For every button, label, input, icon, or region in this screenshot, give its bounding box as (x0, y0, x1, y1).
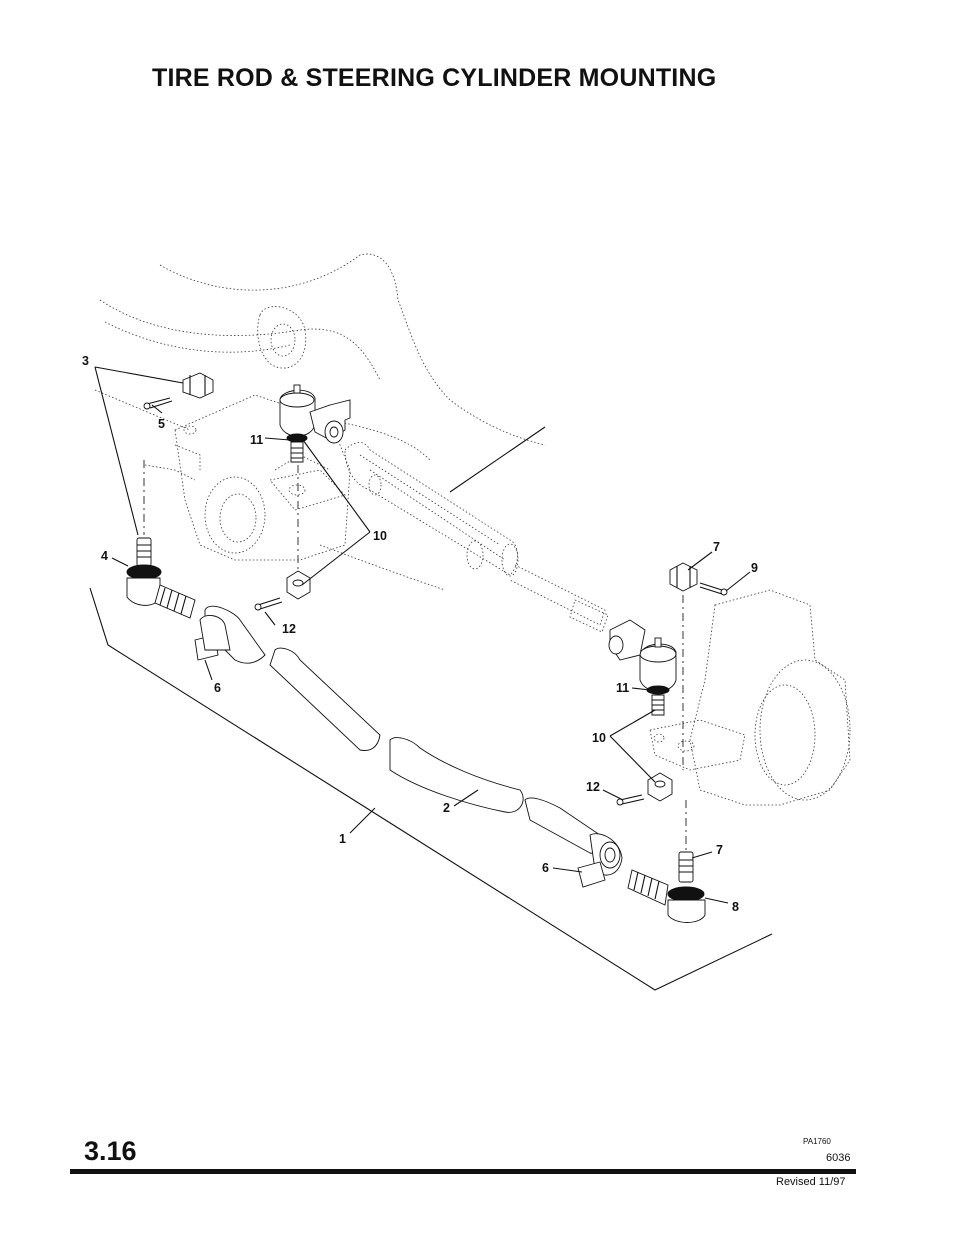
callout-labels: 3 5 11 10 4 12 6 7 9 11 10 12 2 1 6 7 8 (82, 354, 758, 914)
callout-10-left: 10 (373, 529, 387, 543)
callout-3: 3 (82, 354, 89, 368)
footer-rule (70, 1169, 856, 1174)
callout-2: 2 (443, 801, 450, 815)
callout-1: 1 (339, 832, 346, 846)
callout-4: 4 (101, 549, 108, 563)
wheel-hub-phantom (649, 589, 851, 806)
tie-rod-tube (194, 605, 623, 888)
ball-joint-left (279, 384, 351, 463)
ball-joint-right (608, 619, 677, 716)
castle-nut-top-right (669, 562, 698, 592)
callout-5: 5 (158, 417, 165, 431)
cotter-pins (143, 397, 728, 806)
castle-nut-top-left (182, 372, 214, 399)
callout-7-top: 7 (713, 540, 720, 554)
steering-cylinder (344, 426, 609, 633)
figure-code: PA1760 (803, 1137, 831, 1146)
callout-8: 8 (732, 900, 739, 914)
callout-6-right: 6 (542, 861, 549, 875)
callout-12-left: 12 (282, 622, 296, 636)
castle-nut-mid-left (286, 570, 311, 600)
callout-12-right: 12 (586, 780, 600, 794)
tie-rod-end-left (126, 537, 196, 619)
page-number: 3.16 (84, 1136, 137, 1166)
tie-rod-end-right (627, 851, 706, 923)
leader-lines (94, 366, 751, 904)
callout-11-right: 11 (616, 681, 629, 695)
center-lines (143, 460, 687, 850)
axle-housing-phantom (94, 253, 546, 591)
part-number: 6036 (826, 1152, 851, 1164)
callout-7-bottom: 7 (716, 843, 723, 857)
revision-date: Revised 11/97 (776, 1176, 846, 1188)
callout-10-right: 10 (592, 731, 606, 745)
callout-6-left: 6 (214, 681, 221, 695)
page-title: TIRE ROD & STEERING CYLINDER MOUNTING (152, 64, 717, 92)
callout-9: 9 (751, 561, 758, 575)
callout-11-left: 11 (250, 433, 263, 447)
assembly-bracket (89, 587, 773, 991)
castle-nut-mid-right (647, 772, 673, 802)
